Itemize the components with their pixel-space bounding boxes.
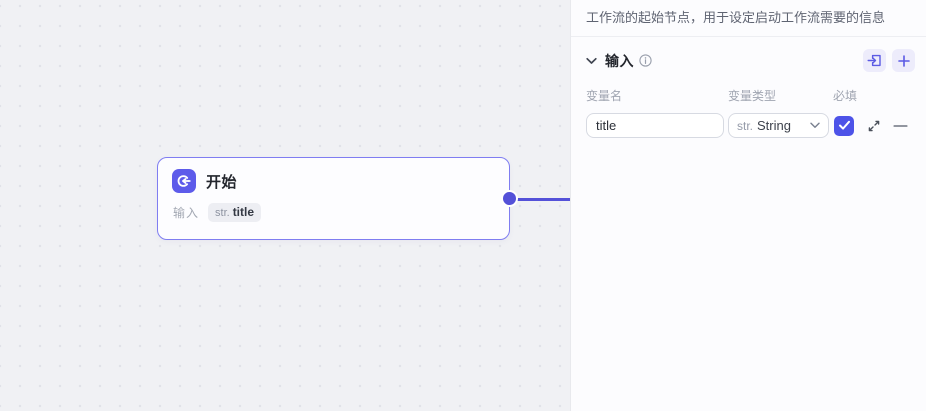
start-node-header: 开始: [158, 158, 509, 193]
start-node-io-row: 输入 str. title: [158, 193, 509, 222]
node-description: 工作流的起始节点，用于设定启动工作流需要的信息: [586, 10, 886, 25]
workflow-canvas[interactable]: 开始 输入 str. title: [0, 0, 570, 411]
import-variables-button[interactable]: [863, 49, 886, 72]
start-node-icon: [172, 169, 196, 193]
add-variable-button[interactable]: [892, 49, 915, 72]
import-icon: [867, 54, 881, 67]
checkbox-check-icon: [838, 120, 850, 130]
input-section-header: 输入: [586, 49, 915, 72]
edge-connector-line: [512, 198, 570, 201]
type-prefix-label: str.: [737, 118, 754, 133]
node-config-panel: 工作流的起始节点，用于设定启动工作流需要的信息 输入: [570, 0, 926, 411]
required-checkbox[interactable]: [834, 115, 854, 136]
variable-chip: str. title: [208, 203, 262, 222]
variable-row: str. String: [586, 113, 915, 138]
variable-table-headers: 变量名 变量类型 必填: [586, 87, 911, 104]
node-io-label: 输入: [173, 206, 200, 220]
variable-name-input[interactable]: [586, 113, 724, 138]
output-port[interactable]: [501, 190, 518, 207]
info-circle-icon[interactable]: [639, 54, 652, 67]
plus-icon: [897, 54, 910, 67]
expand-diagonal-icon[interactable]: [867, 119, 881, 133]
column-required: 必填: [833, 89, 858, 103]
column-variable-type: 变量类型: [728, 89, 777, 103]
variable-name: title: [232, 205, 255, 219]
input-section-title: 输入: [605, 52, 634, 69]
node-title: 开始: [206, 173, 238, 191]
chevron-down-icon[interactable]: [586, 57, 597, 65]
column-variable-name: 变量名: [586, 89, 623, 103]
variable-type-prefix: str.: [215, 207, 230, 219]
type-name-label: String: [757, 118, 791, 133]
remove-variable-minus-icon[interactable]: [893, 124, 908, 128]
select-chevron-down-icon: [810, 122, 820, 129]
variable-type-select[interactable]: str. String: [728, 113, 829, 138]
start-node[interactable]: 开始 输入 str. title: [157, 157, 518, 240]
panel-divider: [571, 36, 926, 37]
